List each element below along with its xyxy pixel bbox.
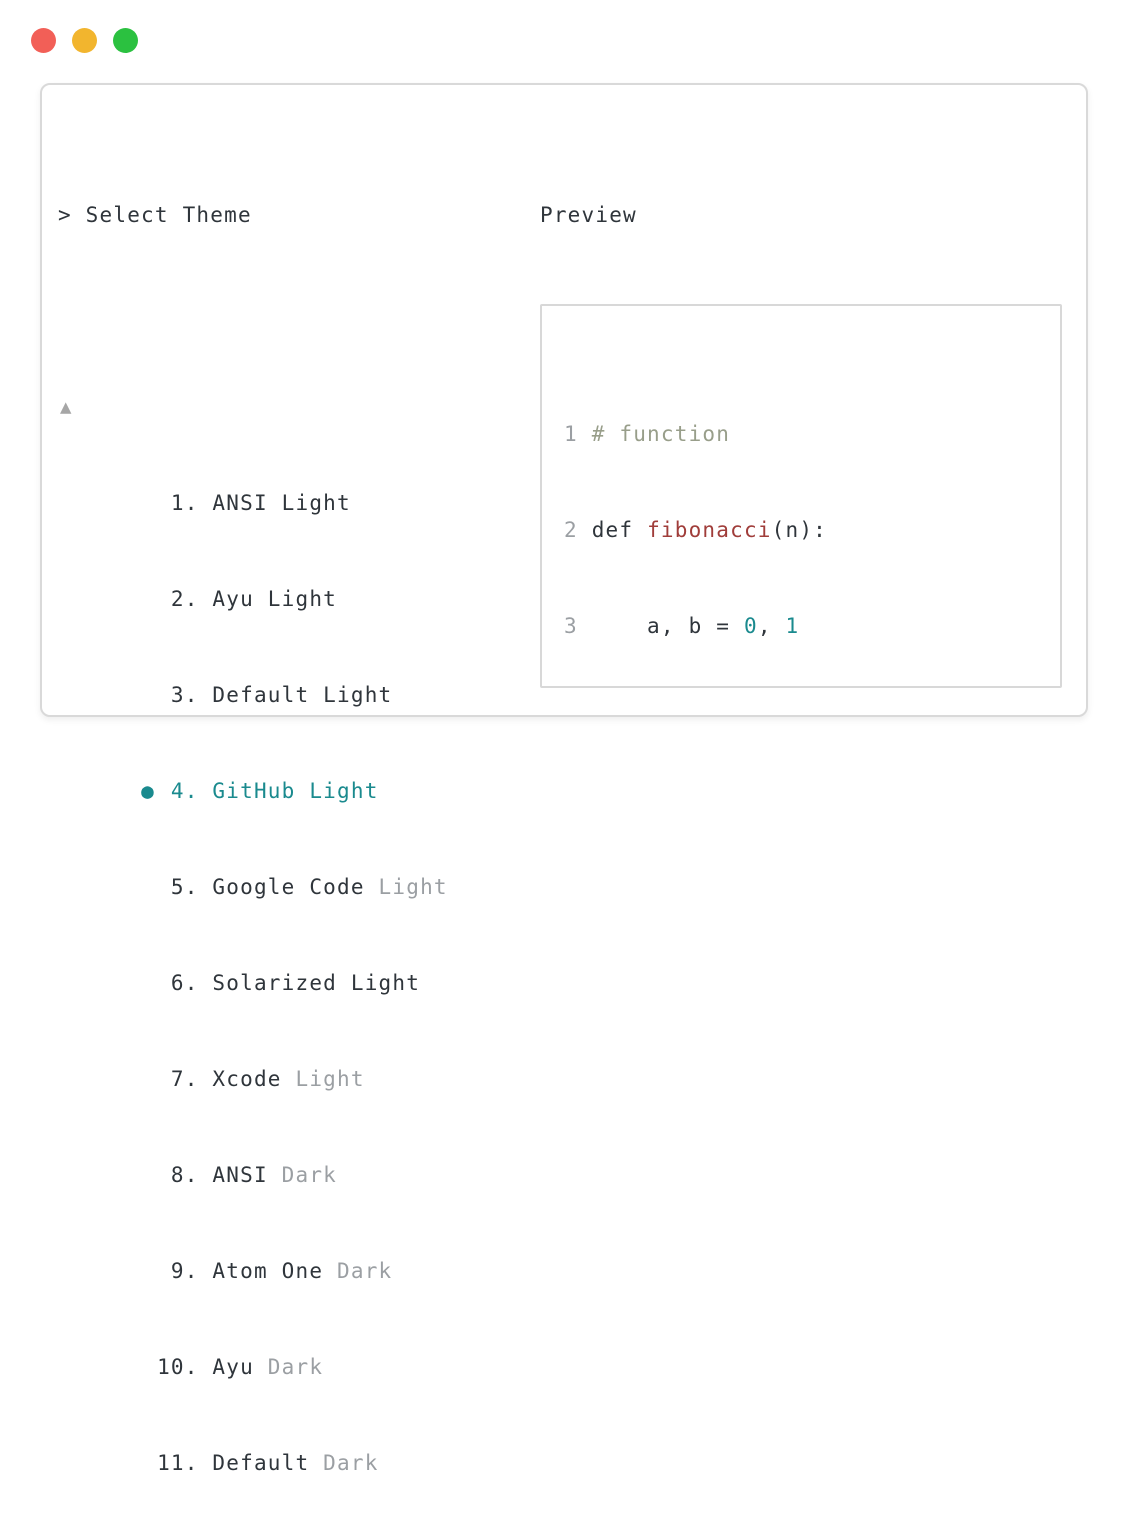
- theme-list-item[interactable]: 9. Atom One Dark: [58, 1223, 1068, 1283]
- theme-item-label: 5. Google Code: [157, 875, 365, 899]
- theme-item-label: 9. Atom One: [157, 1259, 324, 1283]
- code-line: 2 def fibonacci(n):: [564, 518, 828, 542]
- theme-item-variant: Light: [281, 1067, 365, 1091]
- theme-item-label: 6. Solarized Light: [157, 971, 421, 995]
- picker-title: > Select Theme: [58, 203, 252, 227]
- theme-list-item[interactable]: 2. Ayu Light: [58, 551, 1068, 611]
- theme-item-label: 4. GitHub Light: [157, 779, 379, 803]
- preview-title: Preview: [540, 203, 637, 227]
- minimize-button[interactable]: [72, 28, 97, 53]
- theme-list-item[interactable]: 5. Google Code Light: [58, 839, 1068, 899]
- theme-list-item[interactable]: 3. Default Light: [58, 647, 1068, 707]
- theme-list-item[interactable]: 12. Dracula Dark: [58, 1511, 1068, 1514]
- theme-picker-panel: > Select Theme ▲ 1. ANSI Light 2. Ayu Li…: [40, 83, 1088, 1475]
- theme-item-variant: Dark: [267, 1163, 338, 1187]
- scroll-up-icon[interactable]: ▲: [60, 396, 73, 418]
- theme-list-item[interactable]: 7. Xcode Light: [58, 1031, 1068, 1091]
- code-preview-box: 1 # function 2 def fibonacci(n): 3 a, b …: [540, 304, 1062, 688]
- theme-item-variant: Dark: [323, 1259, 393, 1283]
- code-line: 1 # function: [564, 422, 731, 446]
- theme-item-variant: Light: [364, 875, 448, 899]
- theme-item-label: 3. Default Light: [157, 683, 393, 707]
- theme-item-variant: Dark: [253, 1355, 324, 1379]
- theme-list-item[interactable]: 1. ANSI Light: [58, 455, 1068, 515]
- theme-item-variant: Dark: [309, 1451, 379, 1475]
- theme-list-item[interactable]: 8. ANSI Dark: [58, 1127, 1068, 1187]
- theme-list-item[interactable]: 11. Default Dark: [58, 1415, 1068, 1475]
- selected-bullet-icon: ●: [141, 779, 155, 803]
- theme-item-label: 7. Xcode: [157, 1067, 282, 1091]
- window-controls: [31, 28, 138, 53]
- theme-item-label: 8. ANSI: [157, 1163, 268, 1187]
- theme-item-label: 1. ANSI Light: [157, 491, 351, 515]
- theme-list-item[interactable]: 6. Solarized Light: [58, 935, 1068, 995]
- close-button[interactable]: [31, 28, 56, 53]
- preview-column: Preview 1 # function 2 def fibonacci(n):…: [540, 135, 1080, 752]
- theme-list-item[interactable]: 10. Ayu Dark: [58, 1319, 1068, 1379]
- theme-item-label: 2. Ayu Light: [157, 587, 338, 611]
- theme-item-label: 10. Ayu: [157, 1355, 254, 1379]
- theme-item-label: 11. Default: [157, 1451, 310, 1475]
- maximize-button[interactable]: [113, 28, 138, 53]
- code-line: 3 a, b = 0, 1: [564, 614, 800, 638]
